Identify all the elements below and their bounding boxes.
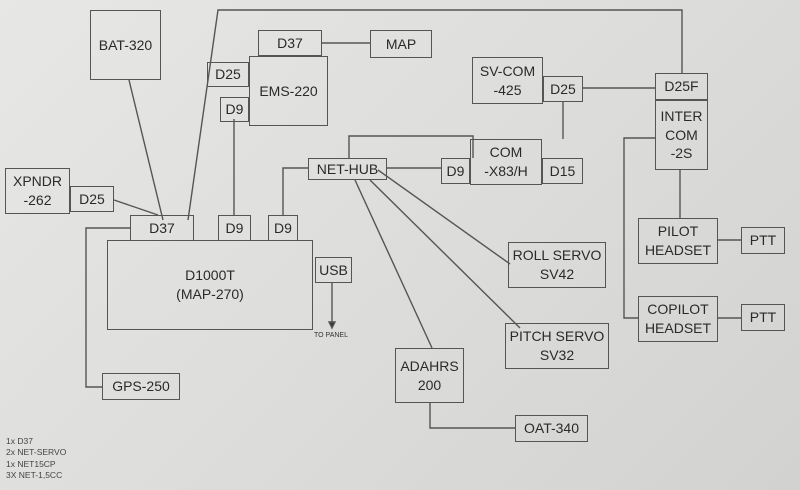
bat-320-box: BAT-320	[90, 10, 161, 80]
d9-connector-com: D9	[441, 158, 470, 184]
d37-connector-top: D37	[258, 30, 322, 56]
parts-notes: 1x D37 2x NET-SERVO 1x NET15CP 3X NET-1,…	[6, 436, 66, 482]
note-line: 1x D37	[6, 436, 33, 446]
pitch-servo-sv32-box: PITCH SERVO SV32	[505, 323, 609, 369]
intercom-2s-box: INTER COM -2S	[655, 100, 708, 170]
d37-connector-main: D37	[130, 215, 194, 241]
map-box: MAP	[370, 30, 432, 58]
com-x83h-box: COM -X83/H	[470, 139, 542, 185]
d9-connector-main-2: D9	[268, 215, 298, 241]
d1000t-display-box: D1000T (MAP-270)	[107, 240, 313, 330]
ptt-box-copilot: PTT	[741, 304, 785, 331]
d25-connector-svcom: D25	[543, 76, 583, 102]
pilot-headset-box: PILOT HEADSET	[638, 218, 718, 264]
copilot-headset-box: COPILOT HEADSET	[638, 296, 718, 342]
to-panel-label: TO PANEL	[314, 332, 348, 339]
oat-340-box: OAT-340	[515, 415, 588, 442]
ems-220-box: EMS-220	[249, 56, 328, 126]
note-line: 3X NET-1,5CC	[6, 470, 63, 481]
sv-com-425-box: SV-COM -425	[472, 57, 543, 104]
d25-connector-xpndr: D25	[70, 186, 114, 212]
usb-port: USB	[315, 257, 352, 283]
net-hub-box: NET-HUB	[308, 158, 387, 180]
gps-250-box: GPS-250	[102, 373, 180, 400]
adahrs-200-box: ADAHRS 200	[395, 348, 464, 403]
note-line: 1x NET15CP	[6, 458, 56, 469]
note-line: 2x NET-SERVO	[6, 447, 67, 458]
roll-servo-sv42-box: ROLL SERVO SV42	[508, 242, 606, 288]
d25-connector-ems: D25	[207, 62, 249, 87]
d15-connector: D15	[542, 158, 583, 184]
d25f-connector: D25F	[655, 73, 708, 100]
ptt-box-pilot: PTT	[741, 227, 785, 254]
d9-connector-main-1: D9	[218, 215, 251, 241]
d9-connector-ems: D9	[220, 97, 249, 122]
xpndr-262-box: XPNDR -262	[5, 168, 70, 214]
